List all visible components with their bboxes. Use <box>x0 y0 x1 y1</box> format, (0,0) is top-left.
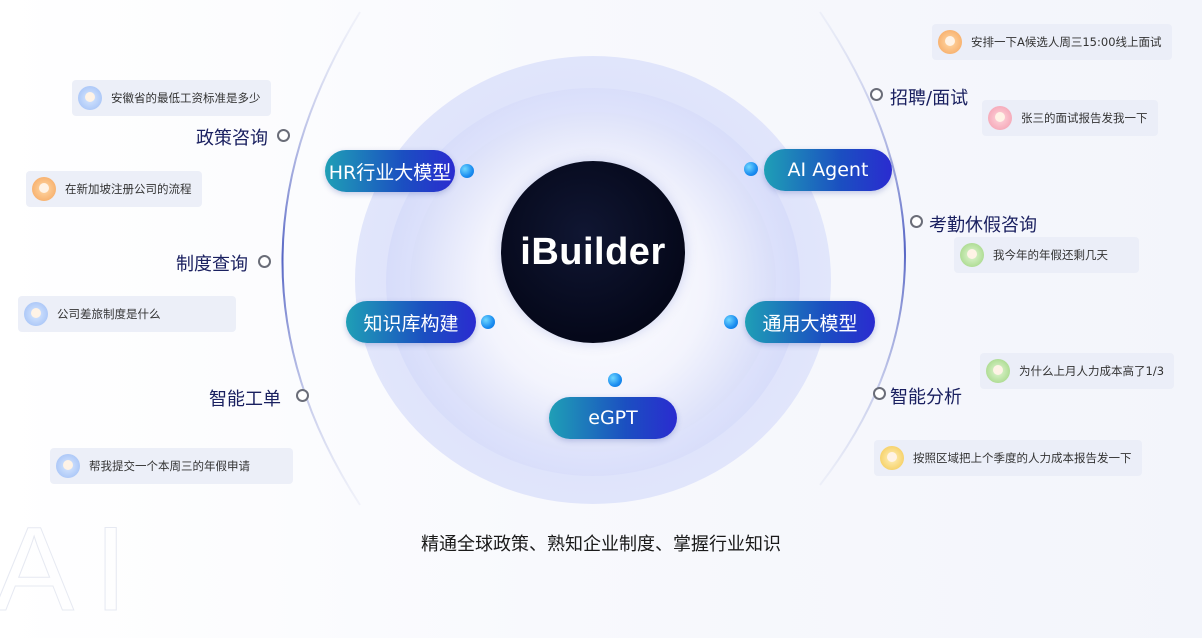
query-text: 公司差旅制度是什么 <box>57 307 161 321</box>
right-arc <box>819 11 906 486</box>
connector-dot <box>460 164 474 178</box>
query-text: 按照区域把上个季度的人力成本报告发一下 <box>913 451 1132 465</box>
user-avatar-icon <box>880 446 904 470</box>
query-chip: 帮我提交一个本周三的年假申请 <box>50 448 293 484</box>
user-avatar-icon <box>56 454 80 478</box>
query-chip: 安排一下A候选人周三15:00线上面试 <box>932 24 1172 60</box>
query-text: 在新加坡注册公司的流程 <box>65 182 192 196</box>
user-avatar-icon <box>24 302 48 326</box>
pill-ai-agent-label: AI Agent <box>787 159 869 181</box>
pill-hr-model-label: HR行业大模型 <box>328 161 452 184</box>
pill-hr-model: HR行业大模型 <box>325 150 455 192</box>
left-arc <box>281 11 361 506</box>
pill-knowledge-base: 知识库构建 <box>346 301 476 343</box>
connector-dot <box>724 315 738 329</box>
user-avatar-icon <box>988 106 1012 130</box>
scenario-label-policy: 政策咨询 <box>196 128 268 149</box>
user-avatar-icon <box>960 243 984 267</box>
pill-ai-agent: AI Agent <box>764 149 892 191</box>
connector-dot <box>608 373 622 387</box>
pill-general-model-label: 通用大模型 <box>762 312 858 335</box>
query-text: 帮我提交一个本周三的年假申请 <box>89 459 250 473</box>
tagline: 精通全球政策、熟知企业制度、掌握行业知识 <box>421 534 781 555</box>
scenario-label-system: 制度查询 <box>176 254 248 275</box>
scenario-label-recruiting: 招聘/面试 <box>890 88 969 109</box>
scenario-label-ticket: 智能工单 <box>209 389 281 410</box>
arc-node <box>277 129 290 142</box>
arc-node <box>873 387 886 400</box>
query-text: 安排一下A候选人周三15:00线上面试 <box>971 35 1162 49</box>
query-chip: 公司差旅制度是什么 <box>18 296 236 332</box>
arc-node <box>910 215 923 228</box>
core-title: iBuilder <box>520 230 666 273</box>
diagram-canvas: AI iBuilder HR行业大模型 AI Agent 知识 <box>0 11 1175 637</box>
connector-dot <box>744 162 758 176</box>
query-text: 为什么上月人力成本高了1/3 <box>1019 364 1165 378</box>
scenario-label-attendance: 考勤休假咨询 <box>929 215 1037 236</box>
query-text: 安徽省的最低工资标准是多少 <box>111 91 261 105</box>
query-chip: 在新加坡注册公司的流程 <box>26 171 202 207</box>
outer-arcs <box>281 11 906 506</box>
pill-egpt-label: eGPT <box>588 407 638 429</box>
arc-node <box>296 389 309 402</box>
core-circle: iBuilder <box>501 161 685 343</box>
user-avatar-icon <box>986 359 1010 383</box>
arc-node <box>870 88 883 101</box>
query-chip: 按照区域把上个季度的人力成本报告发一下 <box>874 440 1142 476</box>
query-chip: 我今年的年假还剩几天 <box>954 237 1139 273</box>
pill-general-model: 通用大模型 <box>745 301 875 343</box>
arc-node <box>258 255 271 268</box>
pill-egpt: eGPT <box>549 397 677 439</box>
query-chip: 安徽省的最低工资标准是多少 <box>72 80 271 116</box>
user-avatar-icon <box>32 177 56 201</box>
user-avatar-icon <box>78 86 102 110</box>
query-text: 张三的面试报告发我一下 <box>1021 111 1148 125</box>
query-chip: 为什么上月人力成本高了1/3 <box>980 353 1175 389</box>
connector-dot <box>481 315 495 329</box>
pill-knowledge-base-label: 知识库构建 <box>363 312 459 335</box>
query-chip: 张三的面试报告发我一下 <box>982 100 1158 136</box>
user-avatar-icon <box>938 30 962 54</box>
scenario-label-analytics: 智能分析 <box>890 387 962 408</box>
query-text: 我今年的年假还剩几天 <box>993 248 1108 262</box>
